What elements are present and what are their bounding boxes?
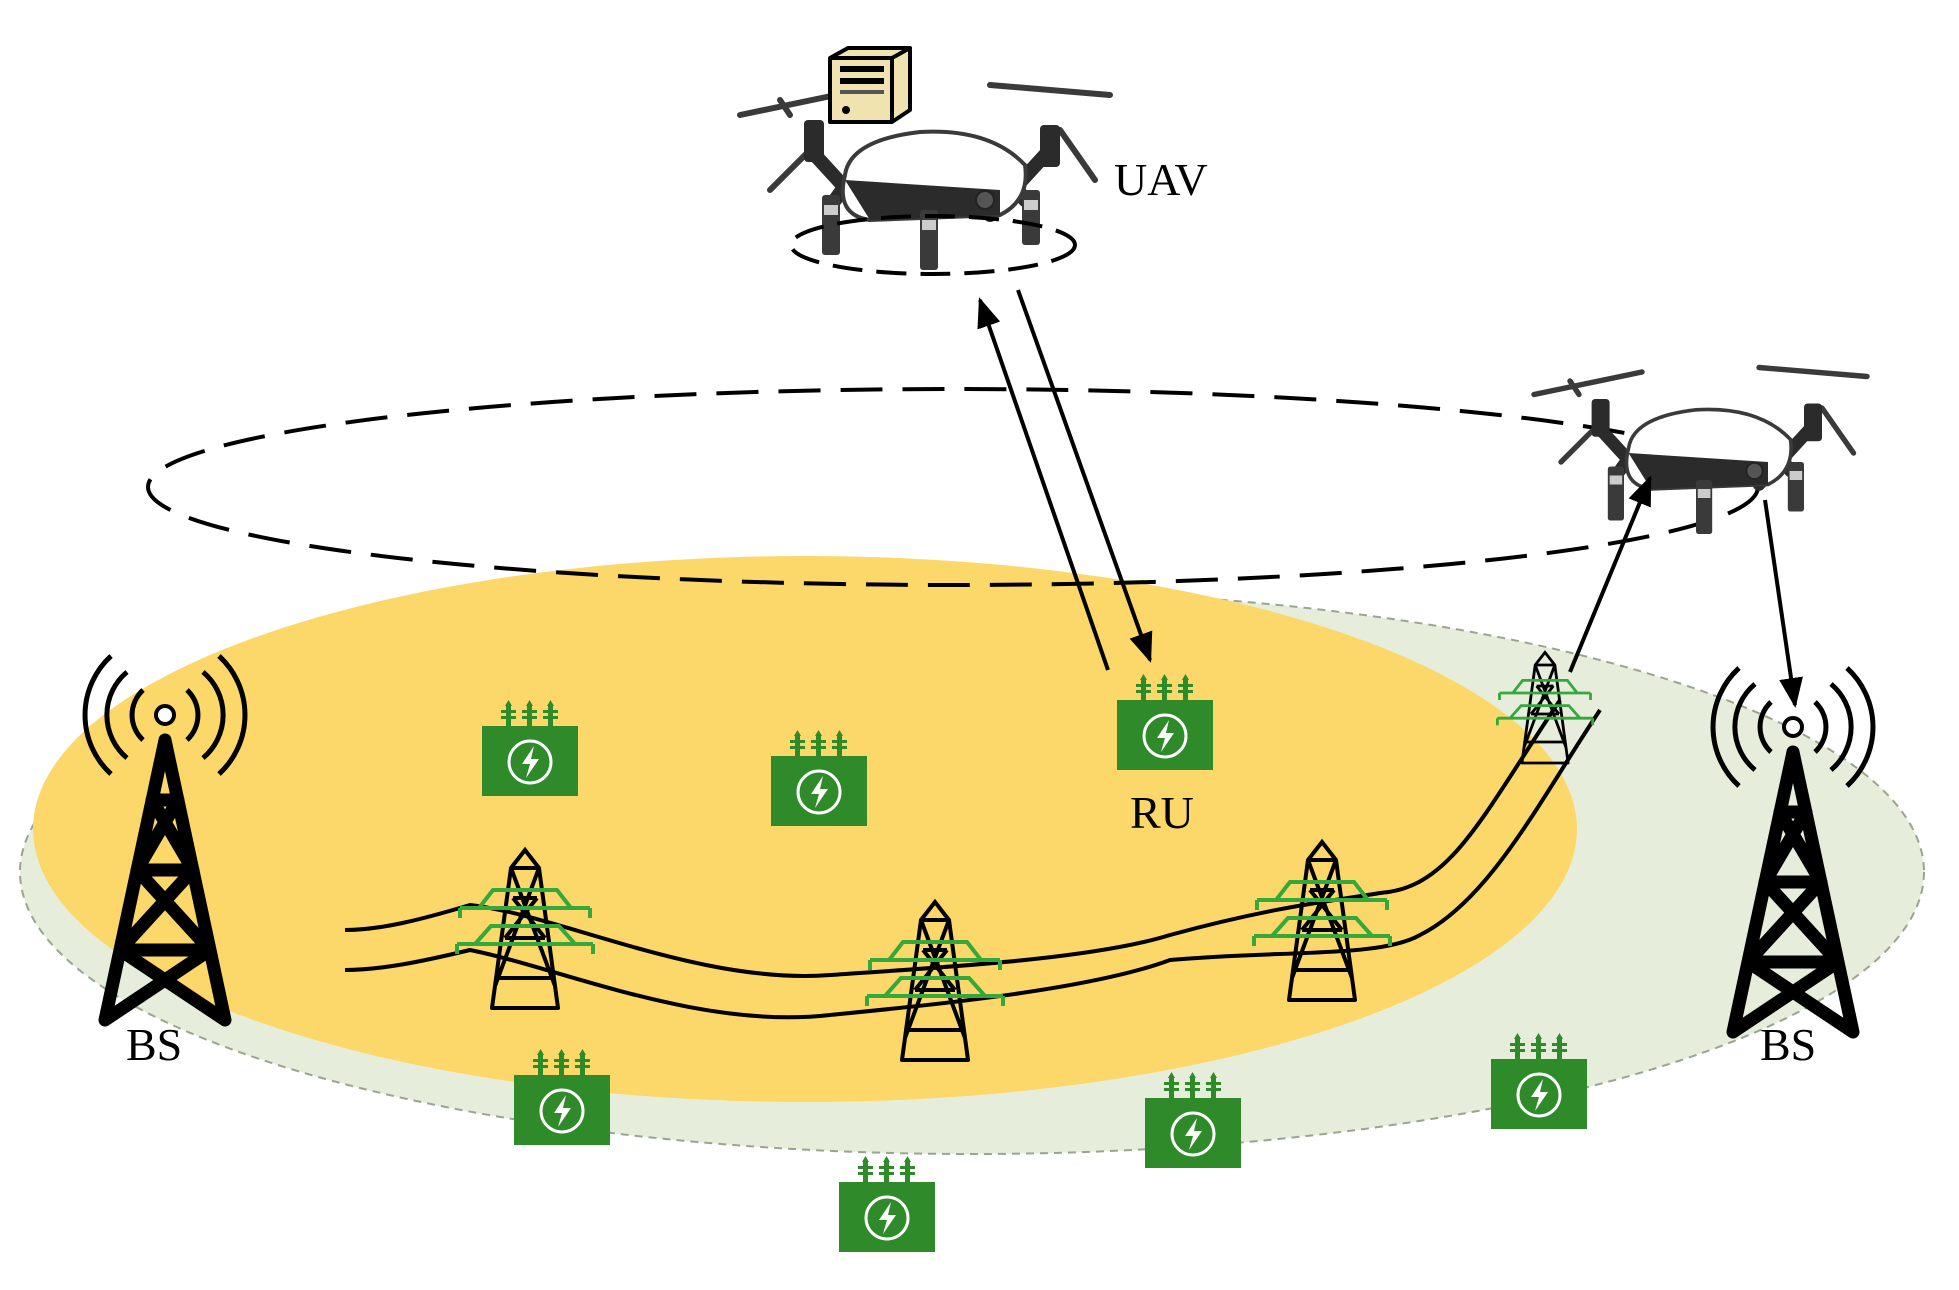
bs-right-label: BS	[1760, 1019, 1817, 1070]
bs-left-label: BS	[126, 1019, 183, 1070]
uav-hover-marker	[789, 214, 1077, 276]
ru-label: RU	[1130, 787, 1194, 838]
communication-links	[977, 289, 1803, 708]
drone-icon	[740, 85, 1110, 270]
transformer-icon	[837, 1154, 937, 1254]
uav-label: UAV	[1114, 154, 1208, 205]
server-icon	[828, 46, 912, 124]
uav-trajectory	[146, 387, 1760, 587]
coverage-area-inner	[33, 556, 1577, 1102]
drone-icon	[1534, 368, 1867, 535]
power-lines	[344, 698, 1602, 1020]
